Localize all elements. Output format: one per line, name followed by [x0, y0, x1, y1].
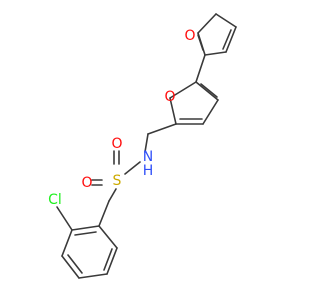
bond — [215, 13, 237, 28]
bond — [144, 133, 149, 153]
bond — [195, 81, 219, 101]
molecule-diagram: O O N H S O O Cl — [48, 13, 237, 279]
bond — [225, 26, 237, 53]
nitrogen-atom-label: N — [143, 149, 153, 165]
bond — [74, 231, 97, 236]
structure-svg: O O N H S O O Cl — [48, 13, 237, 279]
upper-furan-ring — [197, 13, 237, 56]
bond — [147, 123, 177, 135]
bond — [98, 200, 110, 227]
bond — [124, 161, 141, 175]
bond — [67, 254, 83, 274]
chlorobenzene-ring — [61, 225, 118, 279]
oxygen-atom-label: O — [111, 136, 122, 152]
bond — [61, 229, 73, 257]
hydrogen-atom-label: H — [143, 163, 154, 179]
bond — [169, 81, 197, 99]
bond — [61, 255, 80, 279]
bond — [204, 51, 227, 56]
bond — [103, 248, 113, 271]
bond — [202, 99, 219, 125]
bond — [197, 34, 204, 51]
bond — [106, 247, 118, 275]
bond — [71, 225, 100, 231]
chlorine-atom-label: Cl — [48, 192, 62, 208]
bond — [108, 188, 117, 202]
bond — [195, 54, 206, 83]
oxygen-atom-label: O — [81, 175, 92, 191]
bond — [200, 83, 218, 98]
bond — [78, 273, 108, 279]
bond — [197, 13, 217, 34]
oxygen-atom-label: O — [164, 89, 175, 105]
bond — [222, 29, 232, 50]
lower-furan-ring — [169, 81, 219, 125]
bond — [56, 206, 73, 231]
bond — [98, 225, 118, 249]
bond — [169, 97, 177, 125]
oxygen-atom-label: O — [184, 28, 195, 44]
sulfur-atom-label: S — [113, 173, 122, 189]
